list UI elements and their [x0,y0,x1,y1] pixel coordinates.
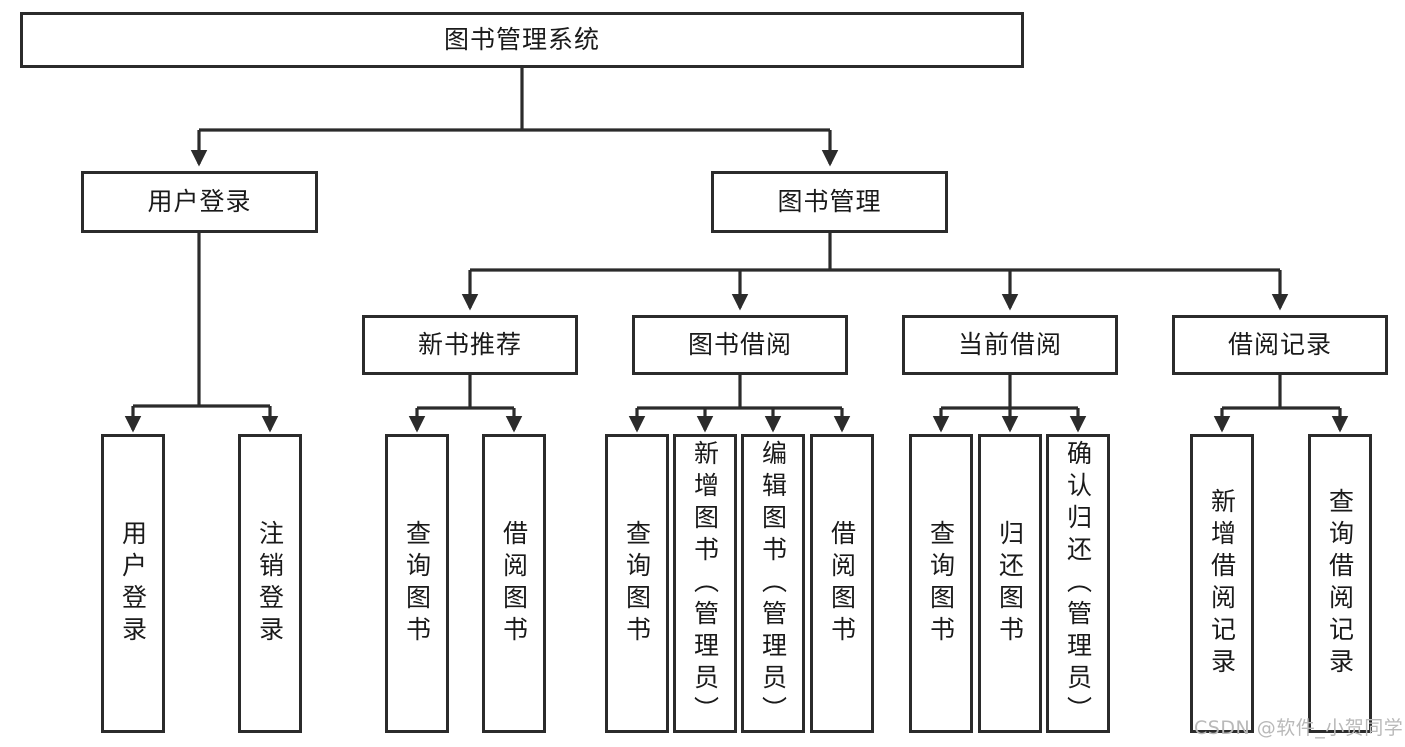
leaf-new-book-borrow[interactable]: 借阅图书 [482,434,546,733]
node-label: 查询图书 [402,519,432,648]
leaf-borrow-query-book[interactable]: 查询图书 [605,434,669,733]
node-label: 查询图书 [622,519,652,648]
node-label: 查询图书 [926,519,956,648]
node-label: 归还图书 [995,519,1025,648]
node-label: 借阅图书 [827,519,857,648]
node-book-borrow[interactable]: 图书借阅 [632,315,848,375]
node-label: 用户登录 [147,186,252,216]
node-label: 图书借阅 [687,329,792,359]
leaf-user-login-signin[interactable]: 用户登录 [101,434,165,733]
node-label: 编辑图书（管理员） [758,439,788,728]
node-label: 当前借阅 [957,329,1062,359]
node-current-borrow[interactable]: 当前借阅 [902,315,1118,375]
node-label: 图书管理系统 [443,24,600,54]
node-label: 用户登录 [118,519,148,648]
leaf-records-add-record[interactable]: 新增借阅记录 [1190,434,1254,733]
leaf-user-login-signout[interactable]: 注销登录 [238,434,302,733]
node-root-system[interactable]: 图书管理系统 [20,12,1024,68]
node-label: 借阅记录 [1227,329,1332,359]
leaf-new-book-query[interactable]: 查询图书 [385,434,449,733]
leaf-borrow-borrow-book[interactable]: 借阅图书 [810,434,874,733]
node-label: 图书管理 [777,186,882,216]
node-user-login[interactable]: 用户登录 [81,171,318,233]
csdn-watermark: CSDN @软件_小贺同学 [1194,717,1404,739]
node-label: 新增借阅记录 [1207,487,1237,680]
leaf-records-query-record[interactable]: 查询借阅记录 [1308,434,1372,733]
node-new-book-recommend[interactable]: 新书推荐 [362,315,578,375]
leaf-current-query-book[interactable]: 查询图书 [909,434,973,733]
leaf-current-return-book[interactable]: 归还图书 [978,434,1042,733]
node-label: 查询借阅记录 [1325,487,1355,680]
node-borrow-records[interactable]: 借阅记录 [1172,315,1388,375]
node-label: 确认归还（管理员） [1063,439,1093,728]
leaf-current-confirm-return-admin[interactable]: 确认归还（管理员） [1046,434,1110,733]
leaf-borrow-add-book-admin[interactable]: 新增图书（管理员） [673,434,737,733]
node-label: 注销登录 [255,519,285,648]
node-label: 新增图书（管理员） [690,439,720,728]
node-label: 新书推荐 [417,329,522,359]
leaf-borrow-edit-book-admin[interactable]: 编辑图书（管理员） [741,434,805,733]
node-book-management[interactable]: 图书管理 [711,171,948,233]
node-label: 借阅图书 [499,519,529,648]
